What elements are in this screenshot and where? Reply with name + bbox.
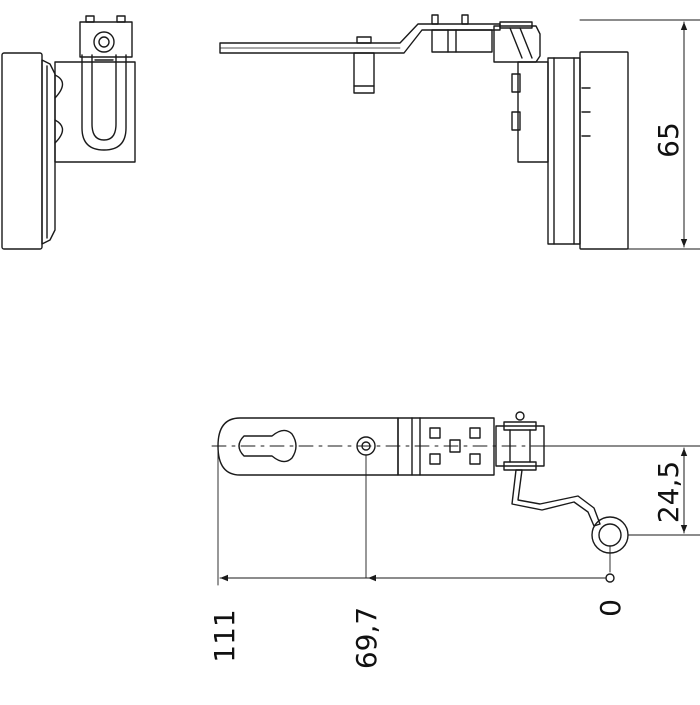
front-view-flange [547, 57, 581, 245]
side-view [1, 15, 136, 250]
plan-view-keyhole-slot [238, 429, 297, 463]
front-view-roller-head [493, 25, 541, 63]
dimension-label-origin: 0 [594, 599, 627, 617]
dimension-label-hole: 69,7 [350, 607, 383, 669]
side-view-cylinder [1, 52, 43, 250]
front-view-cylinder [579, 51, 629, 250]
dimension-label-height: 65 [652, 122, 685, 158]
dimension-label-total: 111 [208, 609, 241, 662]
side-view-mounting-plate [54, 61, 136, 163]
side-view-screw [93, 31, 115, 53]
front-view-hinge-block [431, 29, 493, 53]
dimension-label-offset: 24,5 [652, 461, 685, 523]
front-view [219, 14, 700, 250]
front-view-switch-housing [517, 61, 549, 163]
side-view-flange [41, 59, 56, 245]
plan-view-crank-arm [511, 469, 601, 527]
plan-view-lever-plate [217, 417, 399, 476]
front-view-actuator-arm [219, 23, 501, 54]
side-view-bracket [79, 21, 133, 58]
side-view-u-clamp [81, 54, 127, 151]
plan-view [211, 411, 700, 586]
front-view-pin [353, 52, 375, 94]
plan-view-hinge-block [397, 417, 495, 476]
